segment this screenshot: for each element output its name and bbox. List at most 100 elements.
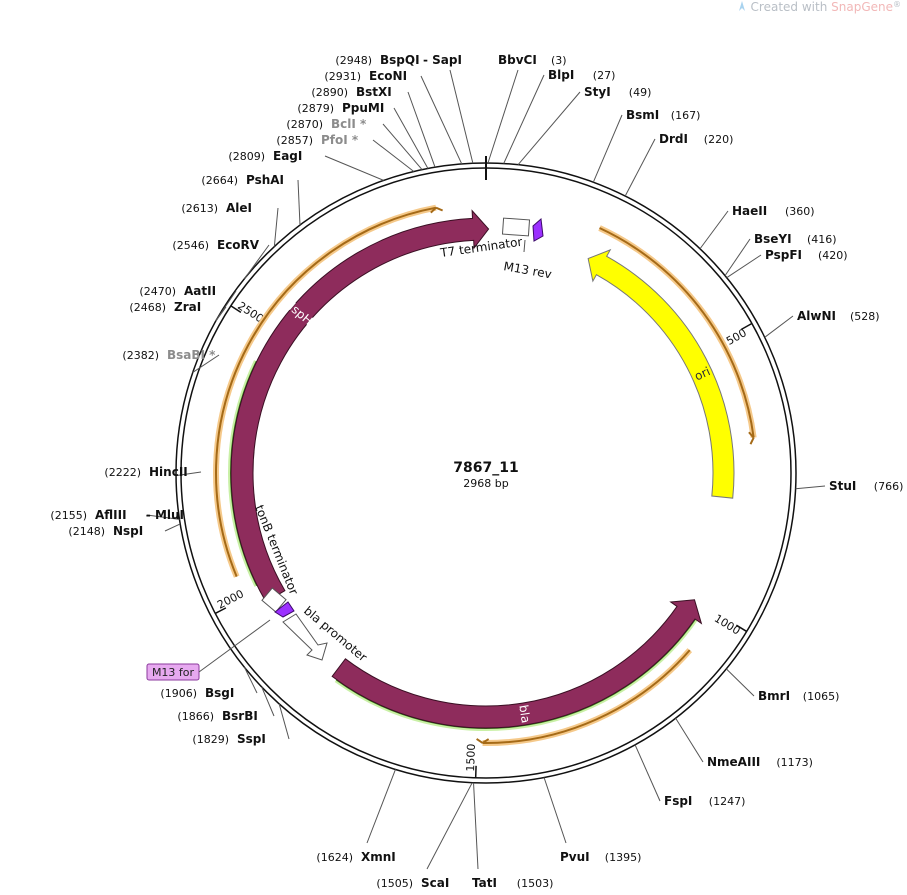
site-scai-name: ScaI bbox=[421, 876, 449, 890]
site-bsmi-name: BsmI bbox=[626, 108, 659, 122]
feature-ori-arrow[interactable] bbox=[587, 248, 735, 499]
site-pspfi-leader bbox=[726, 254, 762, 279]
site-pspfi-name: PspFI bbox=[765, 248, 802, 262]
site-afliii-name: AflIII bbox=[95, 508, 127, 522]
orange-track bbox=[599, 227, 755, 438]
site-bsabi-name: BsaBI * bbox=[167, 348, 216, 362]
orange-track-arrowhead bbox=[748, 431, 755, 445]
site-eagi[interactable]: EagI(2809) bbox=[228, 149, 384, 181]
site-scai-leader bbox=[426, 782, 473, 870]
site-ppumi[interactable]: PpuMI (2879) bbox=[297, 101, 429, 169]
site-bspqi-position: (2948) bbox=[335, 54, 372, 67]
site-blpi-leader bbox=[503, 74, 545, 164]
site-bspqi-name: BspQI bbox=[380, 53, 420, 67]
site-nspi-leader bbox=[164, 523, 181, 532]
feature-m13-for-arrow[interactable] bbox=[274, 601, 295, 618]
site-pvui[interactable]: PvuI(1395) bbox=[543, 777, 641, 864]
site-bstxi-name: BstXI bbox=[356, 85, 392, 99]
ruler-tick bbox=[735, 624, 748, 633]
site-pshai-position: (2664) bbox=[201, 174, 238, 187]
site-haeii[interactable]: HaeII(360) bbox=[699, 204, 815, 250]
site-stui[interactable]: StuI (766) bbox=[795, 479, 904, 493]
site-scai-position: (1505) bbox=[376, 877, 413, 890]
site-bstxi[interactable]: BstXI(2890) bbox=[311, 85, 436, 168]
site-bsgi[interactable]: BsgI(1906) bbox=[160, 667, 258, 700]
site-bseyi[interactable]: BseYI(416) bbox=[724, 232, 837, 276]
site-bcli-position: (2870) bbox=[286, 118, 323, 131]
site-tati-name: TatI bbox=[472, 876, 497, 890]
site-alwni[interactable]: AlwNI(528) bbox=[764, 309, 880, 338]
site-tati[interactable]: TatI(1503) bbox=[472, 782, 553, 890]
site-scai[interactable]: ScaI (1505) bbox=[376, 782, 473, 890]
site-bsgi-name: BsgI bbox=[205, 686, 234, 700]
site-afliii[interactable]: AflIII(2155)- MluI bbox=[50, 508, 184, 522]
site-econi-position: (2931) bbox=[324, 70, 361, 83]
watermark: Created with SnapGene® bbox=[737, 0, 901, 14]
primer-m13-for-label: M13 for bbox=[152, 666, 195, 679]
site-bsmi-leader bbox=[592, 114, 623, 183]
feature-bla-promoter-arrow[interactable] bbox=[282, 613, 328, 661]
site-pfoi[interactable]: PfoI *(2857) bbox=[276, 133, 415, 172]
feature-m13-rev-arrow[interactable] bbox=[532, 217, 544, 242]
site-bbvci[interactable]: BbvCI(3) bbox=[487, 53, 567, 164]
site-pshai[interactable]: PshAI(2664) bbox=[201, 173, 301, 226]
site-econi[interactable]: EcoNI (2931) bbox=[324, 69, 463, 165]
site-styi-name: StyI bbox=[584, 85, 611, 99]
site-drdi[interactable]: DrdI(220) bbox=[624, 132, 733, 197]
site-bcli[interactable]: BclI * (2870) bbox=[286, 117, 423, 170]
site-sspi-leader bbox=[278, 703, 290, 740]
site-haeii-leader bbox=[699, 210, 729, 250]
site-sspi[interactable]: SspI(1829) bbox=[192, 703, 290, 746]
m13-rev-leader bbox=[523, 239, 526, 253]
site-nmeaiii[interactable]: NmeAIII(1173) bbox=[675, 717, 813, 769]
site-haeii-position: (360) bbox=[785, 205, 815, 218]
site-nmeaiii-leader bbox=[675, 717, 704, 763]
site-bsrbi[interactable]: BsrBI(1866) bbox=[177, 686, 275, 723]
site-pvui-leader bbox=[543, 777, 567, 844]
site-bspqi[interactable]: BspQI (2948) - SapI bbox=[335, 53, 474, 164]
ruler-tick-label: 1500 bbox=[464, 743, 478, 771]
site-aatii[interactable]: AatII(2470) bbox=[139, 284, 237, 321]
site-zrai-name: ZraI bbox=[174, 300, 201, 314]
site-pspfi-position: (420) bbox=[818, 249, 848, 262]
orange-track-arrowhead bbox=[430, 206, 444, 214]
site-bsrbi-name: BsrBI bbox=[222, 709, 258, 723]
site-ppumi-name: PpuMI bbox=[342, 101, 384, 115]
site-zrai[interactable]: ZraI(2468) bbox=[129, 300, 227, 322]
watermark-prefix: Created with bbox=[750, 0, 832, 14]
site-bcli-name: BclI * bbox=[331, 117, 367, 131]
site-hincii[interactable]: HincII(2222) bbox=[104, 465, 202, 479]
site-blpi[interactable]: BlpI(27) bbox=[503, 68, 616, 164]
feature-lsph-arrow[interactable] bbox=[230, 209, 490, 603]
site-tati-leader bbox=[473, 782, 479, 870]
site-eagi-name: EagI bbox=[273, 149, 302, 163]
site-econi-name: EcoNI bbox=[369, 69, 407, 83]
site-fspi[interactable]: FspI(1247) bbox=[634, 744, 745, 808]
snapgene-logo-icon bbox=[738, 1, 745, 11]
site-bseyi-name: BseYI bbox=[754, 232, 792, 246]
site-bspqi-extra: - SapI bbox=[423, 53, 462, 67]
site-alei[interactable]: AleI(2613) bbox=[181, 201, 279, 247]
site-styi[interactable]: StyI(49) bbox=[517, 85, 651, 165]
site-bsabi[interactable]: BsaBI *(2382) bbox=[122, 348, 220, 373]
site-ecorv[interactable]: EcoRV(2546) bbox=[172, 238, 270, 279]
site-pshai-leader bbox=[297, 179, 301, 226]
site-stui-position: (766) bbox=[874, 480, 904, 493]
feature-bla-arrow[interactable] bbox=[331, 599, 703, 729]
site-pspfi[interactable]: PspFI (420) bbox=[726, 248, 848, 279]
feature-t7-terminator-box[interactable] bbox=[501, 217, 531, 237]
site-bsmi[interactable]: BsmI(167) bbox=[592, 108, 700, 183]
feature-tonb-terminator-box[interactable] bbox=[261, 587, 287, 613]
site-hincii-name: HincII bbox=[149, 465, 188, 479]
site-bstxi-leader bbox=[407, 91, 436, 168]
site-xmni[interactable]: XmnI(1624) bbox=[316, 769, 396, 864]
site-ppumi-position: (2879) bbox=[297, 102, 334, 115]
site-stui-name: StuI bbox=[829, 479, 856, 493]
site-nspi[interactable]: NspI(2148) bbox=[68, 523, 181, 538]
site-ecorv-position: (2546) bbox=[172, 239, 209, 252]
site-bmri[interactable]: BmrI(1065) bbox=[725, 668, 839, 703]
site-ppumi-leader bbox=[393, 107, 429, 169]
site-afliii-position: (2155) bbox=[50, 509, 87, 522]
